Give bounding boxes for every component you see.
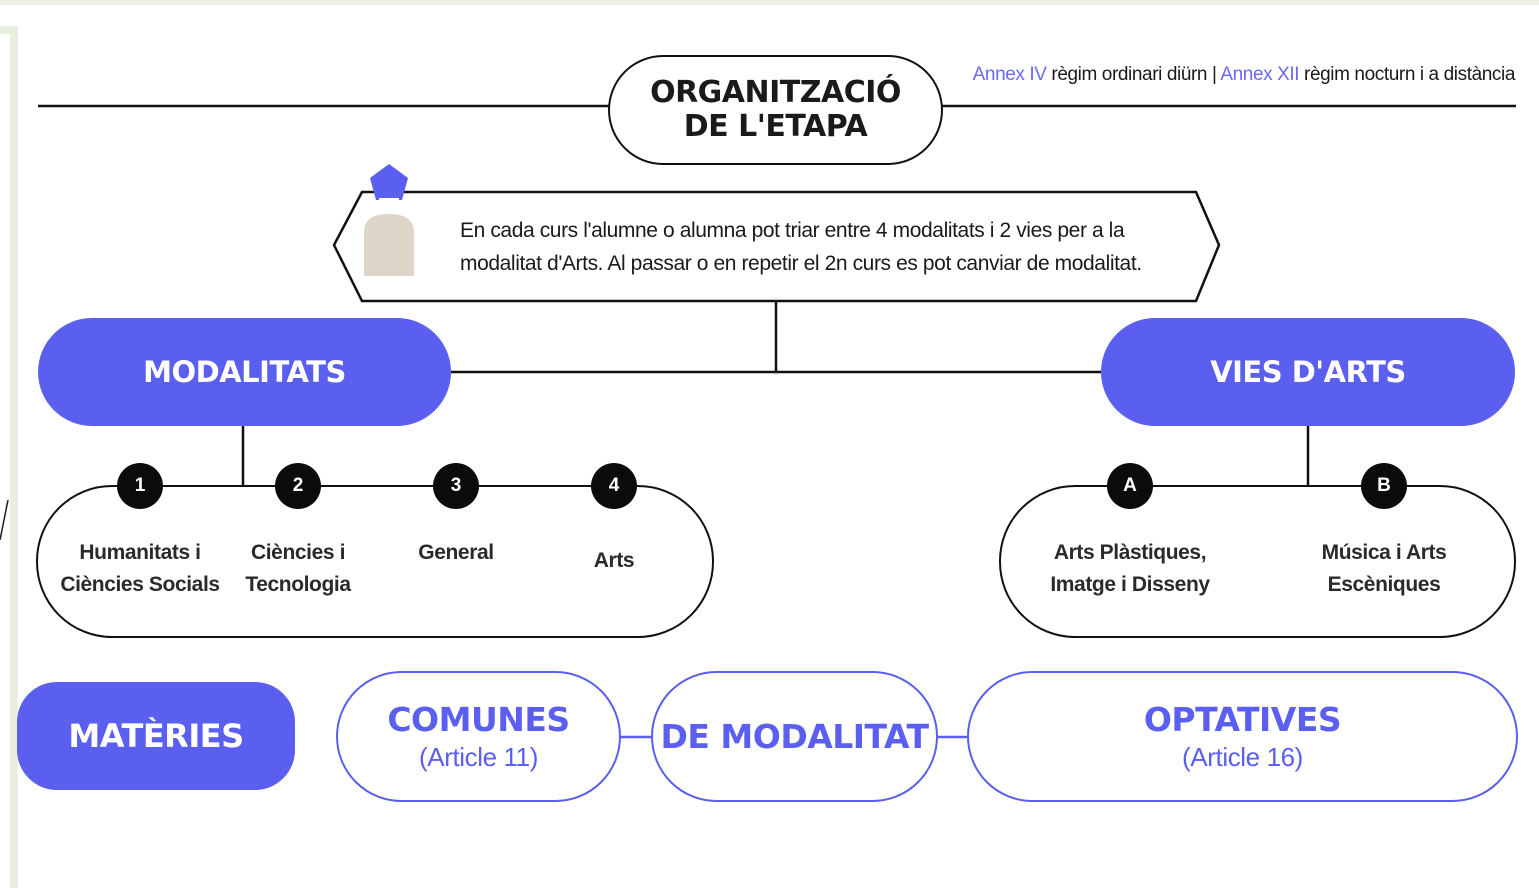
via-item-b-line2: Escèniques [1327,573,1441,596]
via-item-b-line1: Música i Arts [1321,541,1447,564]
modalitat-item-3: General [386,537,526,569]
optatives-pill: OPTATIVES (Article 16) [967,671,1518,802]
modalitat-item-2-line1: Ciències i [250,541,346,564]
modalitats-pill: MODALITATS [38,318,451,426]
modalitat-item-4-line1: Arts [593,549,635,572]
comunes-article: (Article 11) [419,741,538,772]
optatives-article: (Article 16) [1182,741,1303,772]
modalitat-item-4: Arts [554,545,674,577]
modalitat-badge-1: 1 [117,463,163,509]
note-line1: En cada curs l'alumne o alumna pot triar… [460,219,1125,242]
de-modalitat-label: DE MODALITAT [660,716,930,756]
annex-reference: Annex IV règim ordinari diürn | Annex XI… [972,64,1516,86]
comunes-label: COMUNES [387,699,570,739]
stage-title: ORGANITZACIÓ DE L'ETAPA [650,76,901,144]
via-item-a-line2: Imatge i Disseny [1050,573,1210,596]
stage-title-line1: ORGANITZACIÓ [650,75,901,110]
optatives-label: OPTATIVES [1143,699,1342,739]
via-item-a: Arts Plàstiques, Imatge i Disseny [1030,537,1230,601]
modalitat-item-3-line1: General [418,541,494,564]
modalitat-item-1: Humanitats i Ciències Socials [50,537,230,601]
via-item-b: Música i Arts Escèniques [1294,537,1474,601]
annex-iv-link[interactable]: Annex IV [972,64,1047,85]
via-badge-a: A [1107,463,1153,509]
de-modalitat-pill: DE MODALITAT [651,671,938,802]
modalitat-item-1-line2: Ciències Socials [60,573,220,596]
via-item-a-line1: Arts Plàstiques, [1053,541,1207,564]
note-text: En cada curs l'alumne o alumna pot triar… [460,214,1190,280]
modalitat-badge-3: 3 [433,463,479,509]
annex-xii-text: règim nocturn i a distància [1299,64,1515,85]
stage-title-line2: DE L'ETAPA [683,109,868,144]
modalitat-item-1-line1: Humanitats i [79,541,201,564]
note-box [332,190,1221,303]
vies-arts-pill: VIES D'ARTS [1101,318,1515,426]
stage-title-box: ORGANITZACIÓ DE L'ETAPA [608,55,943,165]
edge-mark [0,499,9,541]
annex-iv-text: règim ordinari diürn | [1046,64,1221,85]
modalitat-badge-2: 2 [275,463,321,509]
comunes-pill: COMUNES (Article 11) [336,671,621,802]
modalitats-box [36,485,714,638]
via-badge-b: B [1361,463,1407,509]
materies-pill: MATÈRIES [17,682,295,790]
note-line2: modalitat d'Arts. Al passar o en repetir… [460,252,1142,275]
student-icon [364,164,414,276]
modalitat-item-2-line2: Tecnologia [245,573,351,596]
modalitat-badge-4: 4 [591,463,637,509]
annex-xii-link[interactable]: Annex XII [1220,64,1300,85]
modalitat-item-2: Ciències i Tecnologia [218,537,378,601]
vies-arts-box [999,485,1516,638]
left-edge-decoration [0,26,18,888]
